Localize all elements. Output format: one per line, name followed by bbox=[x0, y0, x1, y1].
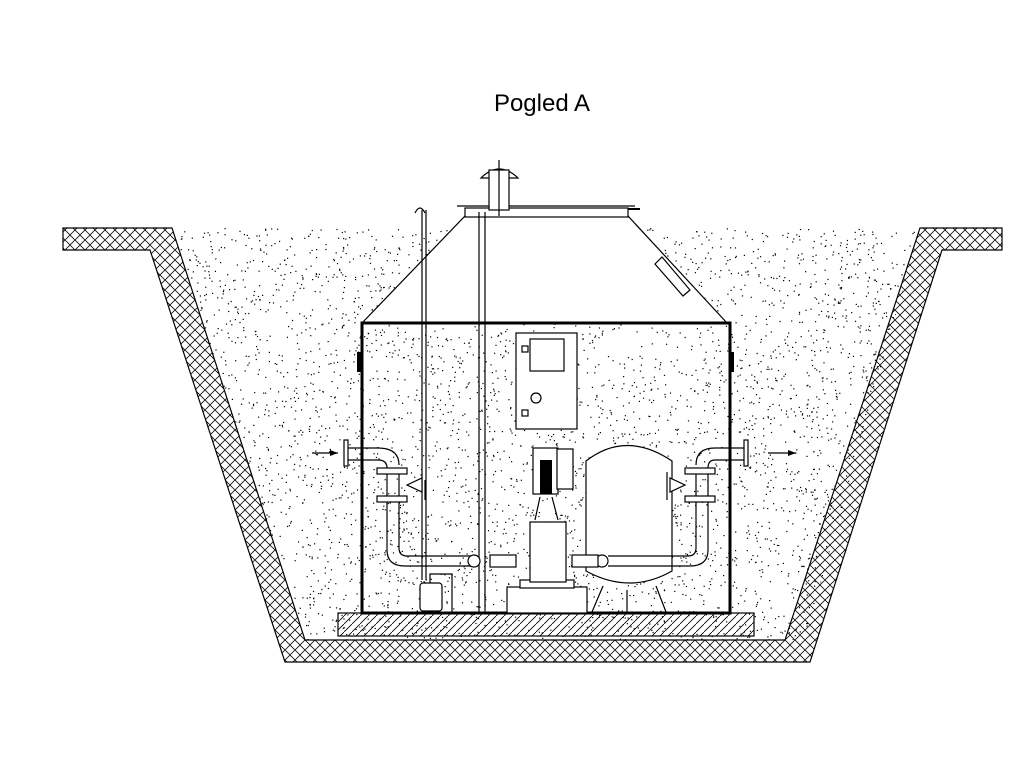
side-lug-right bbox=[730, 352, 734, 372]
flow-arrow-out bbox=[768, 450, 796, 456]
flow-arrow-in bbox=[312, 450, 338, 456]
pressure-tank bbox=[585, 444, 673, 613]
vent-pipe bbox=[479, 160, 520, 216]
drawing-title: Pogled A bbox=[493, 90, 591, 117]
suction-discharge-manifold bbox=[343, 439, 749, 568]
control-cabinet bbox=[515, 332, 578, 430]
cone-inspection-port bbox=[654, 256, 691, 297]
booster-pump bbox=[506, 447, 588, 614]
foundation-slab bbox=[337, 612, 755, 637]
vertical-riser-pipe bbox=[478, 212, 486, 612]
trench-wall-hatched bbox=[62, 227, 1003, 663]
drain-vent-pipe bbox=[414, 207, 427, 580]
side-lug-left bbox=[357, 352, 361, 372]
access-hatch bbox=[457, 205, 640, 218]
sump-pump bbox=[419, 573, 453, 612]
